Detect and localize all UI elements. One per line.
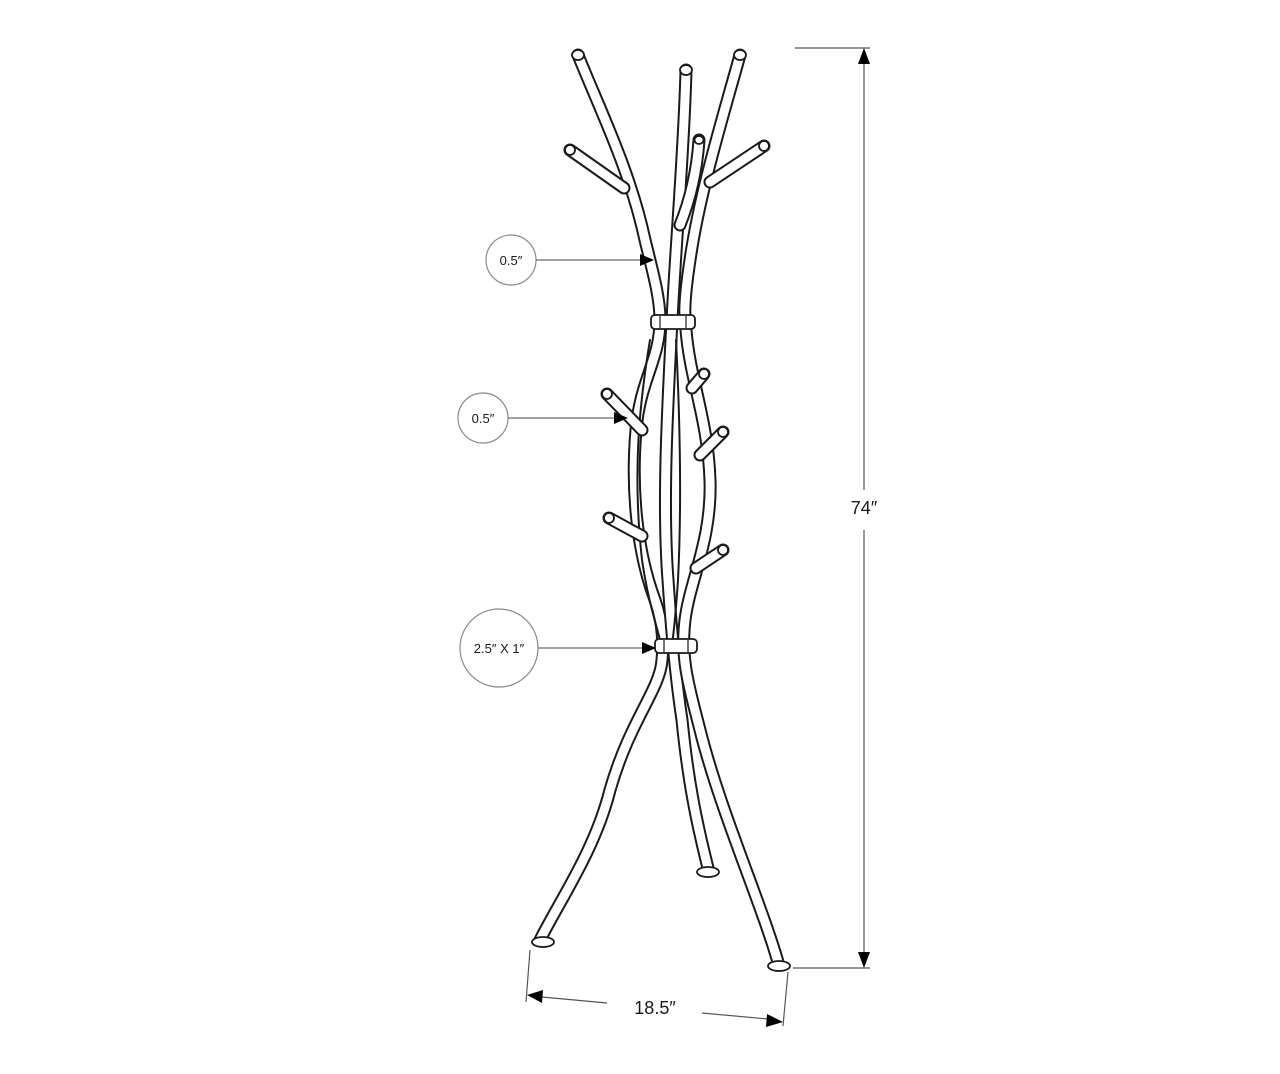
callout-collar-bottom: 2.5″ X 1″ xyxy=(459,608,656,688)
arrow-icon xyxy=(614,412,628,424)
main-poles xyxy=(533,48,785,969)
width-label: 18.5″ xyxy=(634,998,676,1018)
callout-label: 0.5″ xyxy=(472,411,495,426)
arrow-icon xyxy=(640,254,654,266)
callout-hook-mid: 0.5″ xyxy=(457,392,628,444)
hook-end-cap xyxy=(564,144,576,156)
foot-right xyxy=(767,960,791,972)
arrow-up-icon xyxy=(858,48,870,64)
upper-collar xyxy=(650,314,696,330)
arrow-down-icon xyxy=(858,952,870,968)
middle-hooks xyxy=(600,367,730,575)
callout-hook-top: 0.5″ xyxy=(485,234,654,286)
height-dimension: 74″ xyxy=(793,47,878,969)
callout-label: 0.5″ xyxy=(500,253,523,268)
width-dimension: 18.5″ xyxy=(525,949,789,1027)
foot-rear xyxy=(696,866,720,878)
callout-label: 2.5″ X 1″ xyxy=(474,641,525,656)
hook-end-cap xyxy=(758,140,770,152)
arrow-left-icon xyxy=(527,990,543,1003)
height-label: 74″ xyxy=(851,498,878,518)
upper-hooks xyxy=(563,139,771,195)
feet xyxy=(531,866,791,972)
foot-left xyxy=(531,936,555,948)
arrow-right-icon xyxy=(766,1014,783,1027)
arrow-icon xyxy=(642,642,656,654)
lower-collar xyxy=(654,638,698,654)
coat-rack-drawing xyxy=(531,48,791,972)
top-end-caps xyxy=(571,49,747,145)
